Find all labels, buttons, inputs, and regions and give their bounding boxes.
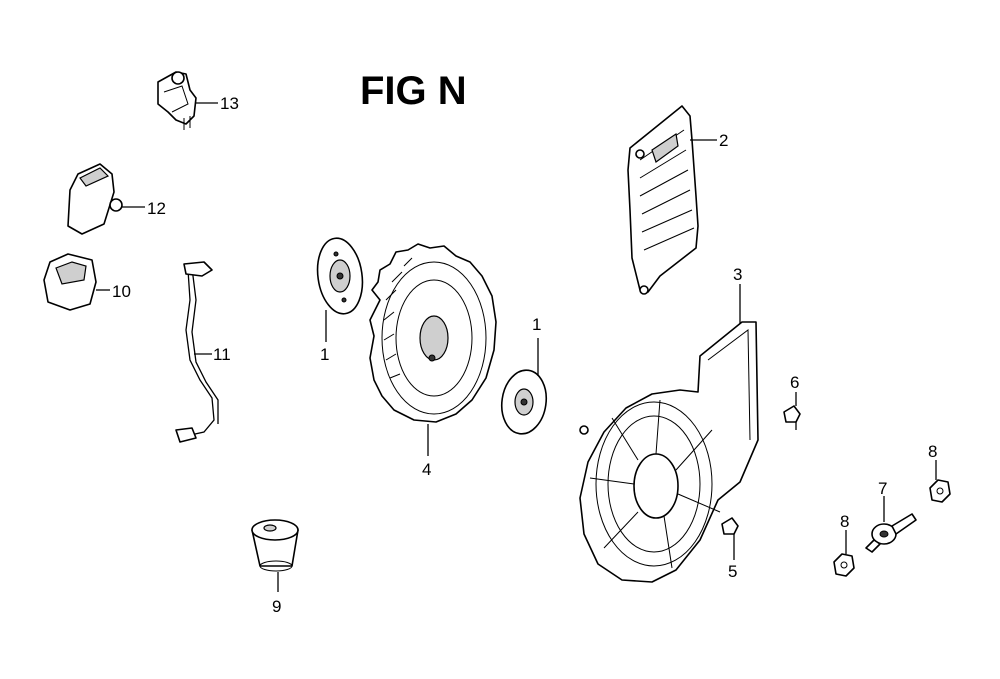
part-13-bracket — [157, 71, 218, 130]
callout-8-right: 8 — [928, 442, 937, 461]
callout-13: 13 — [220, 94, 239, 113]
callout-5: 5 — [728, 562, 737, 581]
callout-2: 2 — [719, 131, 728, 150]
part-4-flywheel — [369, 243, 497, 456]
callout-1-left: 1 — [320, 345, 329, 364]
part-9-rubber-foot — [251, 519, 299, 592]
callout-9: 9 — [272, 597, 281, 616]
callout-8-left: 8 — [840, 512, 849, 531]
part-6-bolt — [783, 392, 801, 430]
figure-title: FIG N — [360, 69, 467, 113]
callout-7: 7 — [878, 479, 887, 498]
callout-1-right: 1 — [532, 315, 541, 334]
part-11-wire-harness — [175, 261, 219, 443]
part-12-module — [67, 163, 145, 235]
callout-10: 10 — [112, 282, 131, 301]
part-10-block — [43, 253, 110, 311]
part-3-fan-shroud — [579, 284, 759, 583]
part-8-nut-right — [929, 460, 951, 503]
callout-4: 4 — [422, 460, 431, 479]
part-8-nut-left — [833, 530, 855, 577]
callout-12: 12 — [147, 199, 166, 218]
callout-11: 11 — [213, 345, 231, 364]
part-5-bolt — [721, 517, 739, 560]
callout-3: 3 — [733, 265, 742, 284]
part-1-washer-left — [316, 237, 364, 342]
part-7-stud — [865, 496, 917, 553]
callout-6: 6 — [790, 373, 799, 392]
part-1-washer-right — [500, 338, 548, 435]
part-2-fin-guide — [627, 105, 717, 295]
